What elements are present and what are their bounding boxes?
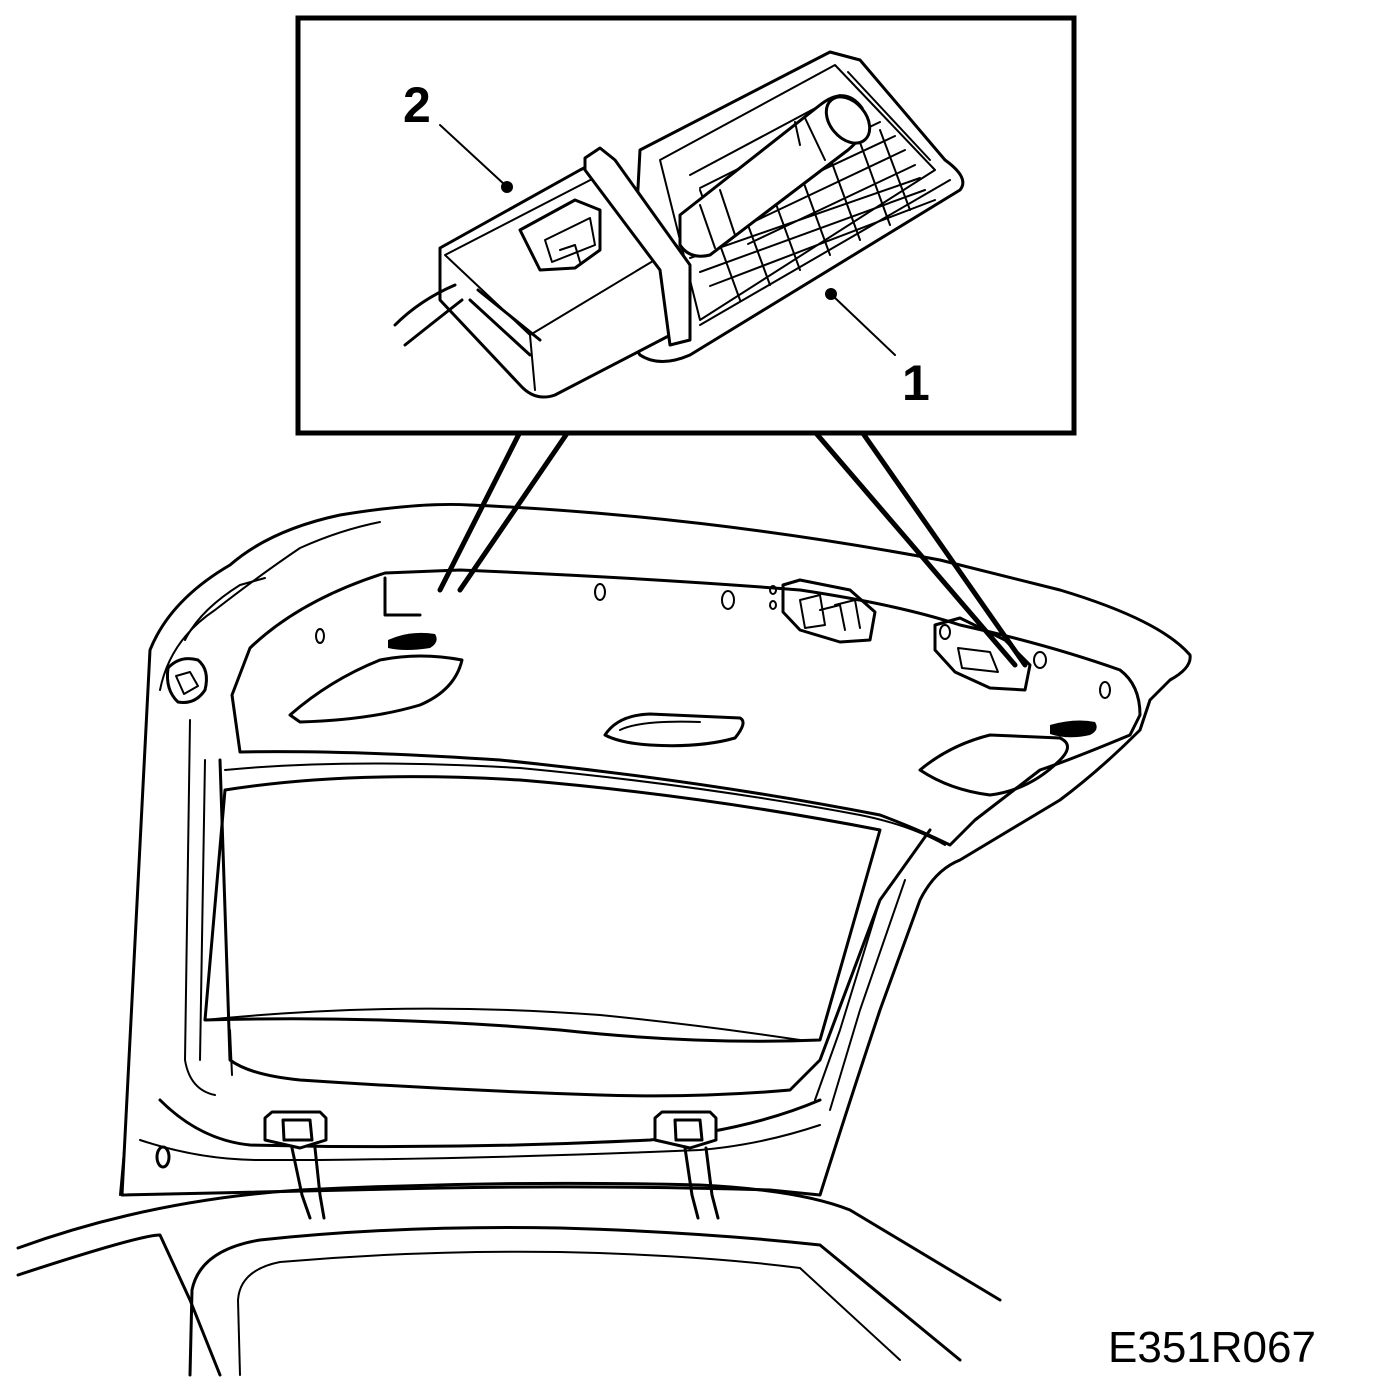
detail-pointer: [437, 429, 1028, 668]
callout-1: 1: [902, 355, 930, 411]
leader-line-2: [439, 124, 506, 186]
leader-dot-2: [501, 181, 513, 193]
leader-line-1: [832, 295, 896, 356]
lamp-housing: [628, 50, 965, 363]
detail-inset: 2 1: [295, 15, 1077, 436]
car-body-rear-opening: [16, 1181, 1002, 1377]
figure-code: E351R067: [1108, 1323, 1316, 1372]
callout-2: 2: [403, 77, 431, 133]
wire-connector: [393, 146, 692, 399]
tailgate-illustration: [119, 502, 1192, 1220]
leader-dot-1: [825, 288, 837, 300]
